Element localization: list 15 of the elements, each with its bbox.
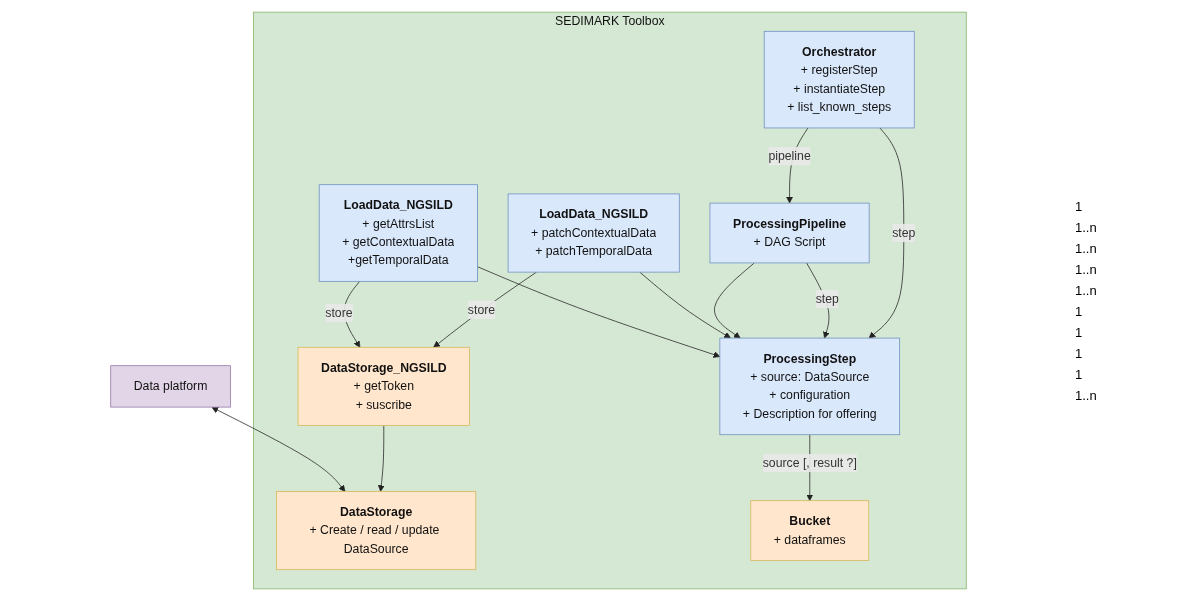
edge-label: source [, result ?]: [762, 456, 857, 470]
edge-label: step: [815, 292, 839, 306]
edge-label: store: [467, 302, 496, 316]
node-box: Data platform: [110, 365, 231, 408]
node-box: Bucket + dataframes: [750, 500, 870, 561]
node-box: ProcessingPipeline + DAG Script: [709, 202, 870, 264]
edge-label: pipeline: [768, 149, 811, 163]
node-box: DataStorage + Create / read / update DataSource: [276, 491, 477, 571]
node-box: DataStorage_NGSILD + getToken + suscribe: [297, 346, 470, 426]
node-box: LoadData_NGSILD + patchContextualData + patchTemporalData: [507, 193, 680, 273]
node-box: ProcessingStep + source: DataSource + configuration + Description for offering: [719, 337, 901, 436]
edge-label: store: [325, 306, 353, 320]
edge-label: step: [892, 226, 916, 240]
node-box: LoadData_NGSILD + getAttrsList + getContextualData +getTemporalData: [318, 184, 478, 282]
node-box: Orchestrator + registerStep + instantiateStep + list_known_steps: [763, 30, 915, 129]
